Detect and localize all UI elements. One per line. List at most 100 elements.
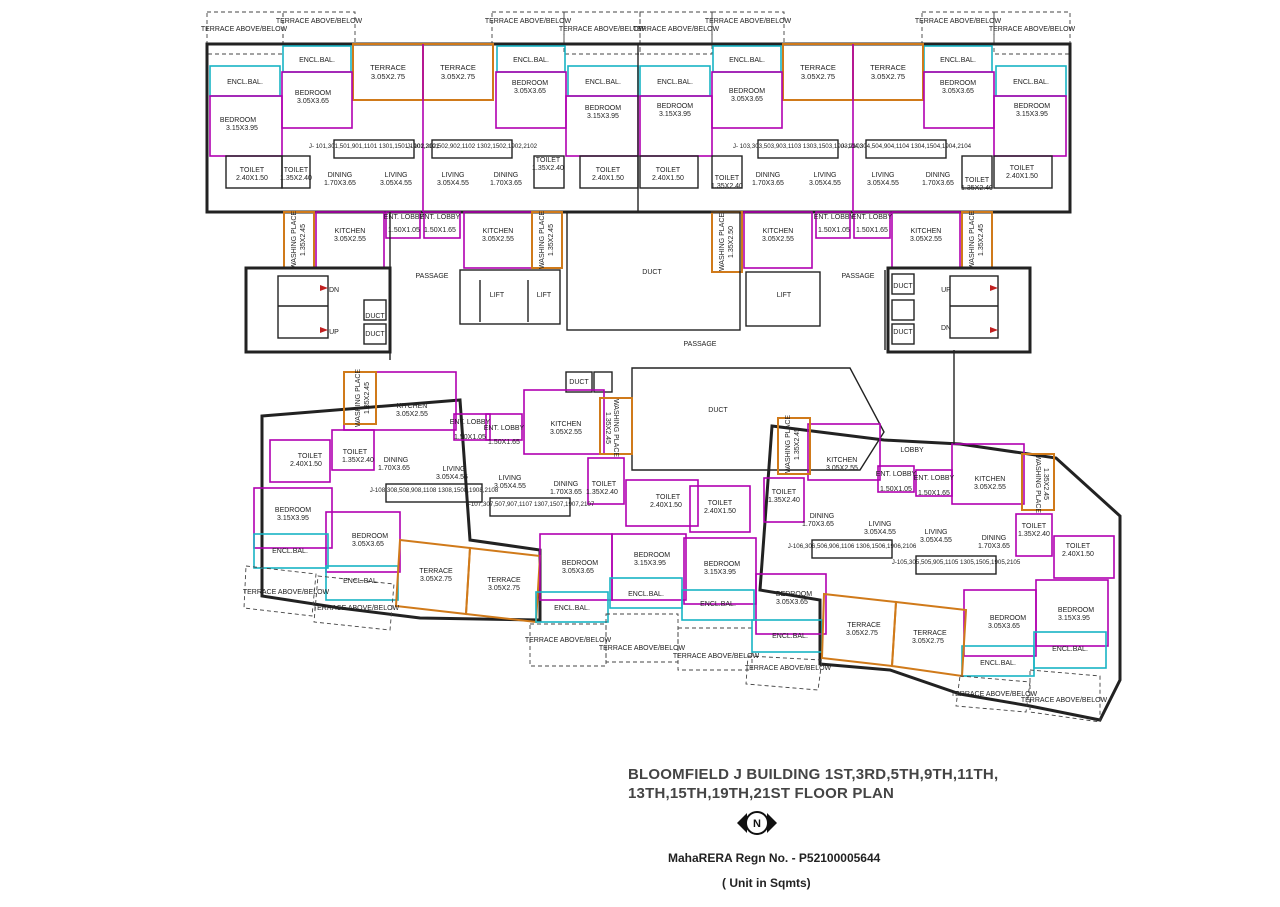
terrace-outline: [206, 11, 284, 55]
label-ent-lobby: ENT. LOBBY: [450, 419, 491, 426]
label-lift: LIFT: [777, 292, 792, 299]
label-dim: 1.35X2.45: [364, 382, 371, 414]
label-duct: DUCT: [365, 313, 385, 320]
label-ent-lobby: ENT. LOBBY: [484, 425, 525, 432]
toilet: [689, 485, 751, 533]
washing-place: [711, 211, 743, 273]
label-dim: 1.35X2.40: [768, 497, 800, 504]
label-dim: 2.40X1.50: [704, 508, 736, 515]
washing-place: [283, 211, 315, 269]
label-bedroom: BEDROOM: [562, 560, 598, 567]
label-encl-bal: ENCL.BAL.: [343, 578, 379, 585]
label-dim: 3.05X3.65: [297, 98, 329, 105]
label-dim: 3.05X2.55: [826, 465, 858, 472]
flat-code-box: [865, 139, 947, 159]
label-terrace-above-below: TERRACE ABOVE/BELOW: [243, 589, 330, 596]
label-living: LIVING: [443, 466, 466, 473]
flat-code: J- 101,301,501,901,1101 1301,1501,1901,2…: [309, 143, 440, 150]
washing-place: [777, 417, 811, 475]
encl-bal: [535, 591, 609, 623]
bedroom: [611, 533, 687, 601]
label-encl-bal: ENCL.BAL.: [628, 591, 664, 598]
label-encl-bal: ENCL.BAL.: [940, 57, 976, 64]
flat-code: J-108,308,508,908,1108 1308,1508,1908,21…: [370, 487, 499, 494]
label-dim: 2.40X1.50: [592, 175, 624, 182]
label-dim: 1.35X2.45: [300, 224, 307, 256]
ent-lobby: [853, 211, 891, 239]
label-bedroom: BEDROOM: [275, 507, 311, 514]
label-bedroom: BEDROOM: [220, 117, 256, 124]
label-living: LIVING: [925, 529, 948, 536]
label-passage: PASSAGE: [842, 273, 875, 280]
label-living: LIVING: [385, 172, 408, 179]
bedroom: [281, 71, 353, 129]
label-bedroom: BEDROOM: [352, 533, 388, 540]
terrace-outline: [993, 11, 1071, 55]
label-washing-place: WASHING PLACE: [539, 211, 546, 269]
staircase-right: [886, 266, 1032, 354]
lower-block: [243, 350, 1122, 723]
label-toilet: TOILET: [343, 449, 368, 456]
terrace-outline: [563, 11, 641, 55]
label-dim: 3.15X3.95: [1058, 615, 1090, 622]
toilet: [281, 155, 311, 189]
label-dim: 3.15X3.95: [704, 569, 736, 576]
label-washing-place: WASHING PLACE: [291, 211, 298, 269]
label-terrace-above-below: TERRACE ABOVE/BELOW: [525, 637, 612, 644]
label-bedroom: BEDROOM: [1058, 607, 1094, 614]
label-terrace-above-below: TERRACE ABOVE/BELOW: [951, 691, 1038, 698]
label-living: LIVING: [869, 521, 892, 528]
label-dim: 3.05X2.75: [371, 72, 405, 81]
flat-code: J-105,305,505,905,1105 1305,1505,1905,21…: [892, 559, 1021, 566]
flat-code-box: [333, 139, 415, 159]
label-toilet: TOILET: [284, 167, 309, 174]
compass-n-label: N: [753, 818, 761, 830]
ent-lobby: [877, 465, 915, 493]
label-washing-place: WASHING PLACE: [719, 213, 726, 271]
encl-bal: [1033, 631, 1107, 669]
label-dim: 3.05X4.55: [437, 180, 469, 187]
label-toilet: TOILET: [656, 494, 681, 501]
flat-code-box: [431, 139, 513, 159]
label-dn: DN: [941, 325, 951, 332]
label-dn: DN: [329, 287, 339, 294]
label-terrace-above-below: TERRACE ABOVE/BELOW: [633, 26, 720, 33]
label-dim: 3.05X2.75: [420, 576, 452, 583]
terrace-outline: [243, 565, 317, 617]
label-dim: 1.35X2.40: [342, 457, 374, 464]
label-kitchen: KITCHEN: [551, 421, 582, 428]
label-terrace-above-below: TERRACE ABOVE/BELOW: [201, 26, 288, 33]
label-toilet: TOILET: [240, 167, 265, 174]
label-kitchen: KITCHEN: [397, 403, 428, 410]
label-bedroom: BEDROOM: [1014, 103, 1050, 110]
toilet: [331, 429, 375, 471]
toilet: [533, 155, 565, 189]
label-terrace: TERRACE: [847, 622, 881, 629]
label-dim: 1.50X1.05: [388, 227, 420, 234]
label-encl-bal: ENCL.BAL.: [585, 79, 621, 86]
label-kitchen: KITCHEN: [335, 228, 366, 235]
label-bedroom: BEDROOM: [704, 561, 740, 568]
label-duct: DUCT: [569, 379, 589, 386]
label-ent-lobby: ENT. LOBBY: [914, 475, 955, 482]
room-labels: TERRACE ABOVE/BELOW TERRACE ABOVE/BELOW …: [201, 18, 1108, 704]
label-bedroom: BEDROOM: [657, 103, 693, 110]
label-toilet: TOILET: [1010, 165, 1035, 172]
label-dim: 3.05X2.75: [912, 638, 944, 645]
label-washing-place: WASHING PLACE: [785, 415, 792, 473]
terrace-outline: [639, 11, 713, 55]
label-dim: 2.40X1.50: [236, 175, 268, 182]
flat-code-box: [489, 497, 571, 517]
label-terrace-above-below: TERRACE ABOVE/BELOW: [276, 18, 363, 25]
terrace-outline: [677, 627, 753, 671]
label-terrace: TERRACE: [800, 63, 836, 72]
duct-area: [631, 367, 885, 471]
label-toilet: TOILET: [536, 157, 561, 164]
label-dim: 3.05X3.65: [514, 88, 546, 95]
label-bedroom: BEDROOM: [634, 552, 670, 559]
label-dim: 3.05X3.65: [352, 541, 384, 548]
ent-lobby: [815, 211, 851, 239]
label-bedroom: BEDROOM: [990, 615, 1026, 622]
duct-core: [566, 211, 741, 331]
label-dim: 1.35X2.45: [1042, 468, 1049, 500]
